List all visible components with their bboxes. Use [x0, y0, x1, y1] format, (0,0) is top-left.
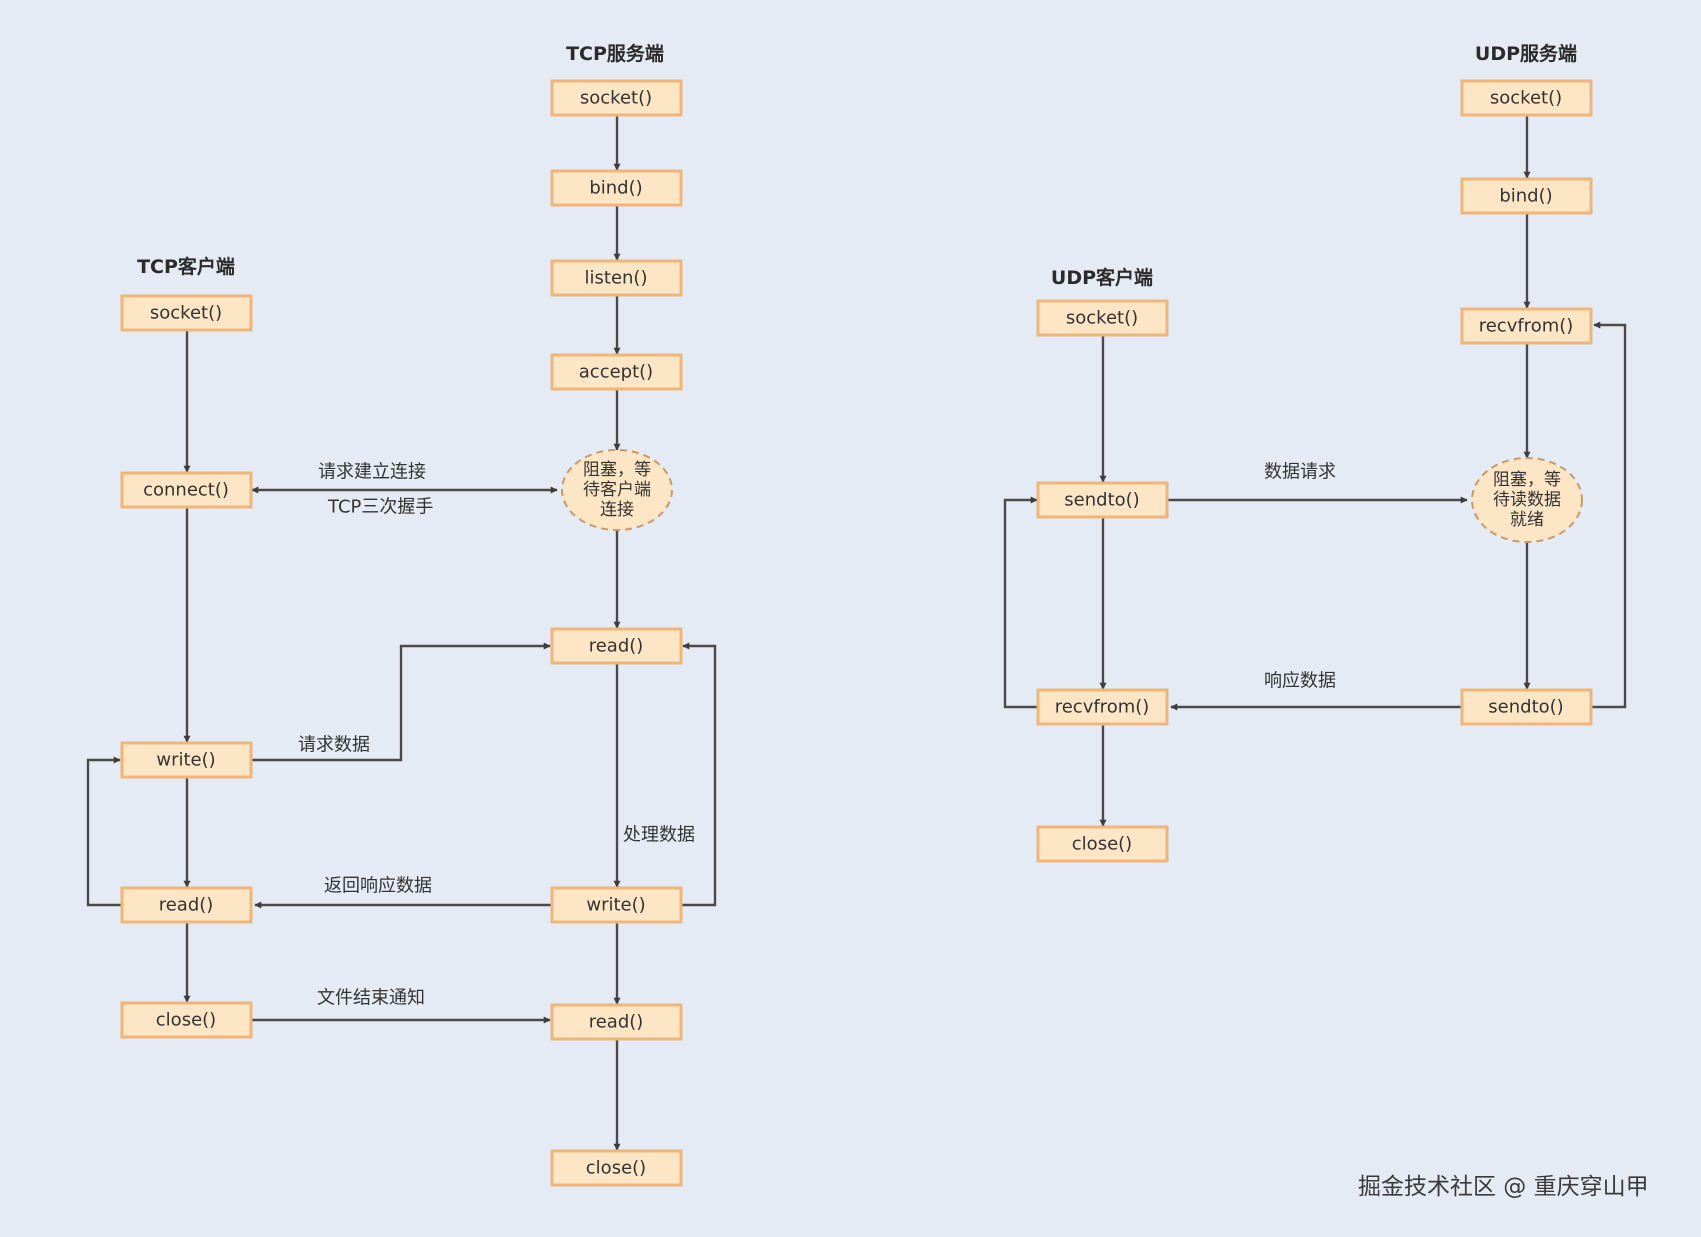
udp-client-nodes: socket() sendto() recvfrom() close() [1036, 299, 1169, 863]
node-udp-cli-sendto: sendto() [1036, 481, 1169, 519]
node-label: read() [589, 1012, 644, 1033]
wait-line: 阻塞，等 [583, 460, 651, 480]
edge-udp-cli-recvfrom-loop-sendto [1003, 496, 1039, 709]
node-label: socket() [1490, 88, 1562, 109]
udp-server-nodes: socket() bind() recvfrom() 阻塞，等 待读数据 就绪 … [1460, 79, 1593, 726]
node-tcp-cli-read: read() [120, 886, 253, 924]
node-tcp-srv-socket: socket() [550, 79, 683, 117]
node-label: sendto() [1064, 490, 1139, 511]
tcp-server-nodes: socket() bind() listen() accept() 阻塞，等 待… [550, 79, 683, 1187]
node-label: write() [586, 895, 645, 916]
wait-line: 待读数据 [1493, 490, 1561, 510]
watermark: 掘金技术社区 @ 重庆穿山甲 [1358, 1174, 1649, 1200]
node-label: recvfrom() [1055, 697, 1150, 718]
node-tcp-cli-write: write() [120, 741, 253, 779]
edge-udp-srv-sendto-loop-recvfrom [1591, 321, 1627, 709]
node-tcp-cli-connect: connect() [120, 471, 253, 509]
node-tcp-srv-accept: accept() [550, 353, 683, 391]
edges [86, 115, 1627, 1151]
label-tcp-process-data: 处理数据 [623, 825, 695, 846]
node-label: read() [589, 636, 644, 657]
node-label: socket() [150, 303, 222, 324]
node-tcp-srv-write: write() [550, 886, 683, 924]
node-label: bind() [589, 178, 642, 199]
tcp-client-nodes: socket() connect() write() read() close(… [120, 294, 253, 1039]
label-udp-response-data: 响应数据 [1264, 671, 1336, 692]
node-tcp-srv-bind: bind() [550, 169, 683, 207]
node-label: read() [159, 895, 214, 916]
wait-udp-server: 阻塞，等 待读数据 就绪 [1471, 457, 1583, 543]
node-tcp-cli-socket: socket() [120, 294, 253, 332]
node-label: write() [156, 750, 215, 771]
node-udp-cli-close: close() [1036, 825, 1169, 863]
node-udp-srv-sendto: sendto() [1460, 688, 1593, 726]
title-tcp-server: TCP服务端 [566, 42, 664, 65]
edge-tcp-request-data [251, 642, 551, 762]
titles: TCP服务端 TCP客户端 UDP客户端 UDP服务端 [137, 42, 1577, 289]
title-udp-client: UDP客户端 [1051, 266, 1153, 289]
wait-line: 阻塞，等 [1493, 470, 1561, 490]
wait-line: 连接 [600, 500, 634, 520]
node-label: sendto() [1488, 697, 1563, 718]
node-tcp-srv-listen: listen() [550, 259, 683, 297]
node-label: close() [586, 1158, 646, 1179]
node-label: socket() [1066, 308, 1138, 329]
wait-line: 就绪 [1510, 510, 1544, 530]
node-label: close() [1072, 834, 1132, 855]
node-label: recvfrom() [1479, 316, 1574, 337]
wait-line: 待客户端 [583, 480, 651, 500]
node-udp-srv-recvfrom: recvfrom() [1460, 307, 1593, 345]
node-tcp-srv-read2: read() [550, 1003, 683, 1041]
node-label: bind() [1499, 186, 1552, 207]
node-tcp-cli-close: close() [120, 1001, 253, 1039]
node-label: connect() [143, 480, 229, 501]
title-tcp-client: TCP客户端 [137, 255, 235, 278]
node-udp-srv-bind: bind() [1460, 177, 1593, 215]
label-tcp-request-data: 请求数据 [298, 735, 370, 756]
node-tcp-srv-read: read() [550, 627, 683, 665]
title-udp-server: UDP服务端 [1475, 42, 1577, 65]
node-udp-cli-recvfrom: recvfrom() [1036, 688, 1169, 726]
node-label: close() [156, 1010, 216, 1031]
node-tcp-srv-close: close() [550, 1149, 683, 1187]
label-udp-data-request: 数据请求 [1264, 462, 1336, 483]
label-tcp-eof-notify: 文件结束通知 [317, 988, 425, 1009]
node-label: accept() [579, 362, 653, 383]
node-label: listen() [585, 268, 648, 289]
edge-labels: 请求建立连接 TCP三次握手 请求数据 处理数据 返回响应数据 文件结束通知 数… [298, 462, 1336, 1009]
label-tcp-handshake: TCP三次握手 [327, 497, 433, 518]
wait-tcp-server: 阻塞，等 待客户端 连接 [561, 449, 673, 531]
edge-tcp-cli-read-loop-write [86, 756, 123, 907]
node-label: socket() [580, 88, 652, 109]
label-tcp-return-response: 返回响应数据 [324, 876, 432, 897]
label-tcp-connect-request: 请求建立连接 [318, 462, 426, 483]
node-udp-cli-socket: socket() [1036, 299, 1169, 337]
edge-tcp-srv-write-loop-read [681, 642, 717, 907]
node-udp-srv-socket: socket() [1460, 79, 1593, 117]
